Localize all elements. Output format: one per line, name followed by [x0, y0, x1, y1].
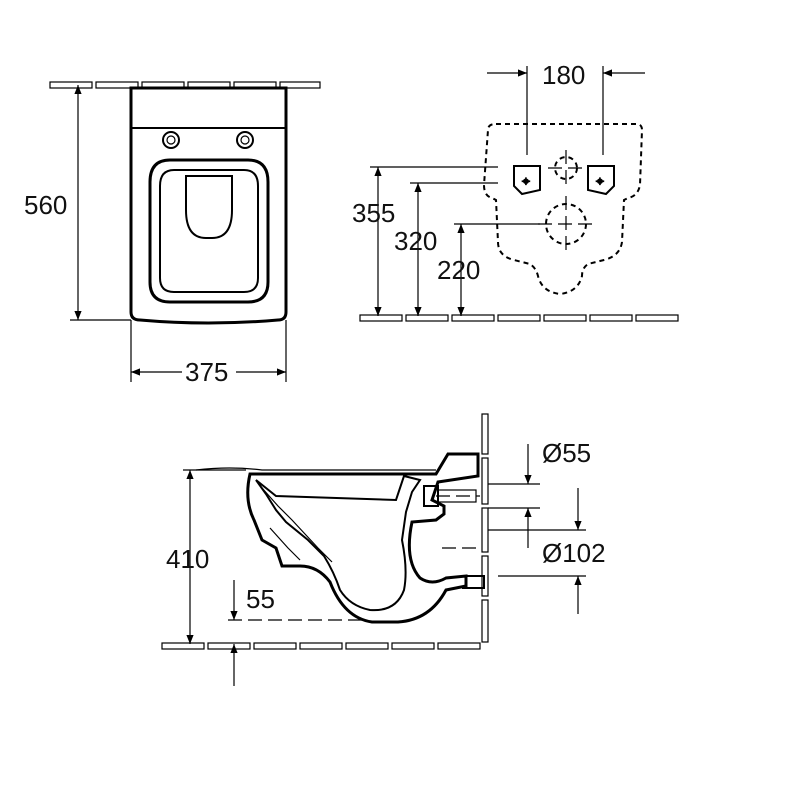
inlet-left — [513, 165, 541, 196]
floor-tiles-side — [161, 642, 481, 650]
rear-view: ⌖ ⌖ 180 355 320 220 — [352, 60, 679, 322]
bowl-opening — [185, 175, 234, 239]
inlet-right — [587, 165, 615, 196]
mounting-bolt-left — [162, 131, 180, 149]
svg-text:⌖: ⌖ — [596, 174, 604, 190]
offset-55-label: 55 — [246, 584, 275, 614]
height-355-label: 355 — [352, 198, 395, 228]
toilet-outline-top — [129, 86, 288, 325]
mounting-bolt-right — [236, 131, 254, 149]
seat-outer — [148, 158, 270, 304]
wall-tiles-side — [481, 413, 489, 643]
spacing-180-label: 180 — [542, 60, 585, 90]
top-rim-line — [195, 467, 436, 471]
side-view: 410 55 Ø55 Ø102 — [161, 413, 606, 686]
width-375-label: 375 — [185, 357, 228, 387]
inlet-diameter-label: Ø55 — [542, 438, 591, 468]
height-410-label: 410 — [166, 544, 209, 574]
outlet-diameter-label: Ø102 — [542, 538, 606, 568]
svg-text:⌖: ⌖ — [522, 174, 530, 190]
floor-tiles-rear — [359, 314, 679, 322]
rear-outline-dashed — [482, 123, 644, 296]
toilet-profile-outer — [246, 452, 480, 624]
height-560-label: 560 — [24, 190, 67, 220]
seat-inner — [159, 169, 259, 293]
top-view: 560 375 — [24, 81, 321, 387]
toilet-profile-inner — [255, 474, 422, 612]
height-320-label: 320 — [394, 226, 437, 256]
height-220-label: 220 — [437, 255, 480, 285]
